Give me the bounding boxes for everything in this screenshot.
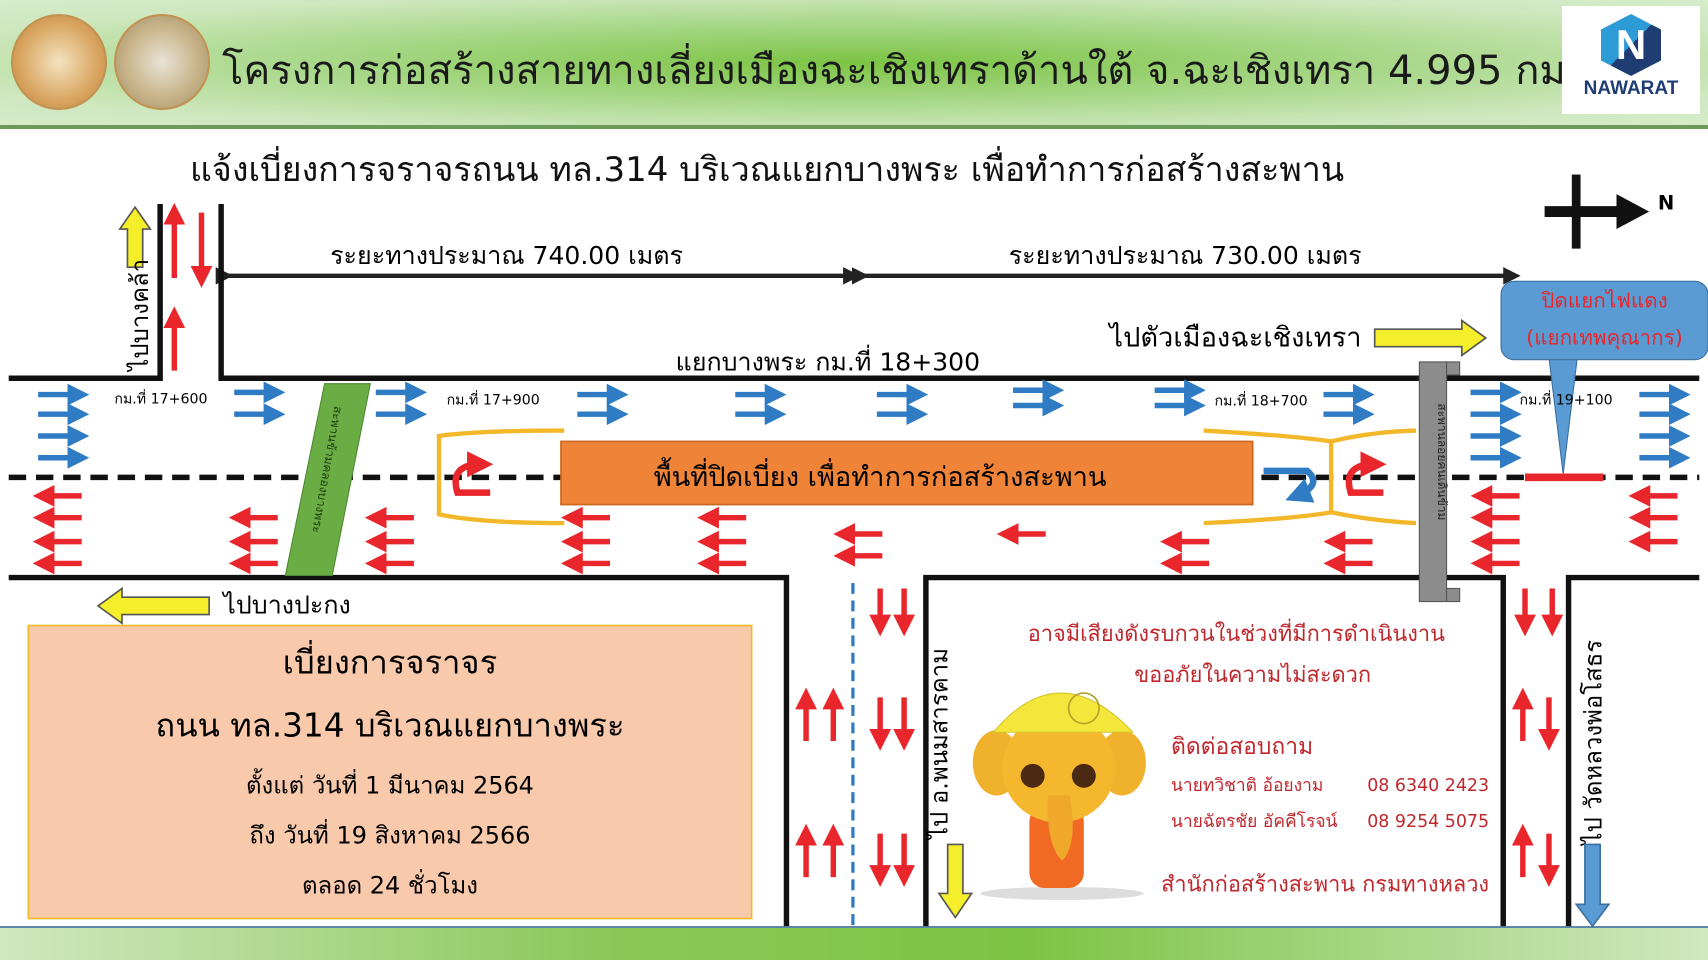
to-city-label: ไปตัวเมืองฉะเชิงเทรา — [1107, 322, 1361, 354]
to-phanom-label: ไป อ.พนมสารคาม — [926, 648, 954, 841]
to-city-arrow-icon — [1373, 318, 1488, 357]
footbridge-label: สะพานลอยคนเดินข้าม — [1435, 403, 1449, 520]
office-name: สำนักก่อสร้างสะพาน กรมทางหลวง — [1161, 872, 1489, 897]
notice-from-date: ตั้งแต่ วันที่ 1 มีนาคม 2564 — [246, 768, 534, 799]
detour-path — [436, 428, 1417, 526]
department-seal-icon — [11, 14, 107, 110]
closed-signal-callout: ปิดแยกไฟแดง (แยกเทพคุณากร) — [1500, 280, 1708, 475]
nawarat-logo-text: NAWARAT — [1583, 78, 1679, 99]
closed-area-label: พื้นที่ปิดเบี่ยง เพื่อทำการก่อสร้างสะพาน — [654, 457, 1107, 493]
project-title: โครงการก่อสร้างสายทางเลี่ยงเมืองฉะเชิงเท… — [222, 48, 1579, 94]
nawarat-logo: N NAWARAT — [1562, 6, 1700, 114]
elephant-mascot-image — [972, 692, 1146, 901]
closed-construction-area — [560, 440, 1254, 506]
header-banner: โครงการก่อสร้างสายทางเลี่ยงเมืองฉะเชิงเท… — [0, 0, 1708, 129]
to-north-arrow-icon — [118, 205, 152, 268]
footer-band — [0, 926, 1708, 960]
notice-road: ถนน ทล.314 บริเวณแยกบางพระ — [155, 707, 624, 745]
km-marker: กม.ที่ 17+600 — [114, 388, 207, 407]
contact-name: นายทวิชาติ อ้อยงาม — [1171, 776, 1323, 796]
notice-to-date: ถึง วันที่ 19 สิงหาคม 2566 — [249, 818, 530, 849]
callout-line1: ปิดแยกไฟแดง — [1540, 288, 1667, 312]
contact-phone: 08 6340 2423 — [1367, 776, 1489, 796]
distance-right-label: ระยะทางประมาณ 730.00 เมตร — [1009, 241, 1362, 270]
to-sothorn-label: ไป วัดหลวงพ่อโสธร — [1579, 640, 1607, 847]
distance-left-label: ระยะทางประมาณ 740.00 เมตร — [330, 241, 683, 270]
diversion-notice-box — [27, 624, 753, 920]
contact-title: ติดต่อสอบถาม — [1171, 734, 1313, 760]
road-edges — [8, 203, 1700, 927]
u-turn-arrow-icon — [452, 451, 494, 496]
notice-hours: ตลอด 24 ชั่วโมง — [302, 868, 478, 899]
to-bangpakong-arrow-icon — [96, 586, 210, 625]
to-north-left-label: ไปบางคล้า — [126, 259, 154, 373]
to-sothorn-arrow-icon — [1574, 843, 1611, 928]
canal-bridge — [284, 383, 372, 576]
km-marker: กม.ที่ 17+900 — [447, 389, 540, 408]
to-phanom-arrow-icon — [937, 843, 974, 919]
to-bangpakong-label: ไปบางปะกง — [221, 591, 350, 620]
nawarat-logo-icon: N — [1601, 14, 1661, 76]
notice-heading: เบี่ยงการจราจร — [283, 639, 497, 681]
km-marker: กม.ที่ 18+700 — [1215, 390, 1308, 409]
callout-line2: (แยกเทพคุณากร) — [1526, 325, 1683, 350]
contact-phone: 08 9254 5075 — [1367, 812, 1489, 832]
compass-label: N — [1658, 191, 1674, 214]
contact-name: นายฉัตรชัย อัคคีโรจน์ — [1171, 811, 1338, 832]
ministry-seal-icon — [114, 14, 210, 110]
apology-text: ขออภัยในความไม่สะดวก — [1134, 662, 1371, 688]
junction-label: แยกบางพระ กม.ที่ 18+300 — [676, 345, 980, 377]
u-turn-arrow-icon — [1263, 467, 1317, 503]
pedestrian-footbridge — [1418, 361, 1448, 603]
noise-warning: อาจมีเสียงดังรบกวนในช่วงที่มีการดำเนินงา… — [1028, 619, 1445, 647]
km-marker: กม.ที่ 19+100 — [1520, 389, 1613, 408]
compass-north-icon: N — [1544, 174, 1674, 249]
page-subtitle: แจ้งเบี่ยงการจราจรถนน ทล.314 บริเวณแยกบา… — [190, 150, 1345, 190]
u-turn-arrow-icon — [1345, 451, 1387, 496]
